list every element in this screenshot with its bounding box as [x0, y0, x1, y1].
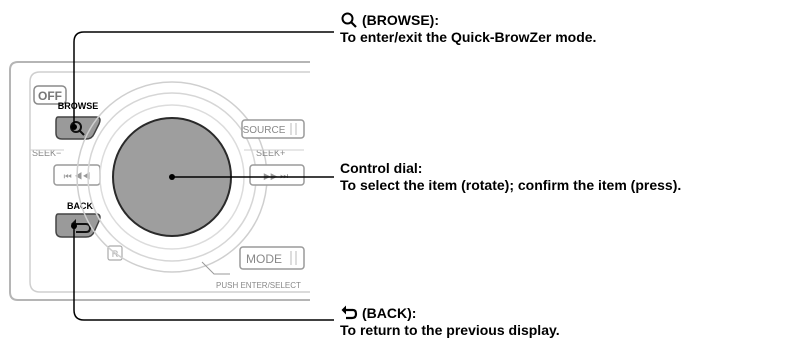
dial-callout-title: Control dial:: [340, 160, 423, 176]
magnifier-icon: [340, 11, 358, 29]
off-label: OFF: [38, 89, 62, 103]
dial-callout: Control dial: To select the item (rotate…: [340, 160, 681, 194]
browse-callout-title-row: (BROWSE):: [340, 11, 596, 29]
back-callout: (BACK): To return to the previous displa…: [340, 304, 560, 339]
back-callout-title: (BACK):: [362, 304, 417, 321]
browse-callout: (BROWSE): To enter/exit the Quick-BrowZe…: [340, 11, 596, 46]
back-callout-title-row: (BACK):: [340, 304, 560, 322]
browse-leader-dot: [71, 124, 77, 130]
mode-button[interactable]: [239, 246, 305, 270]
browse-button[interactable]: [55, 116, 101, 140]
seek-plus-button[interactable]: [249, 164, 305, 186]
panel-inner-frame: [29, 71, 310, 293]
push-enter-label: PUSH ENTER/SELECT: [216, 281, 301, 290]
back-leader-dot: [71, 223, 77, 229]
dial-callout-desc: To select the item (rotate); confirm the…: [340, 177, 682, 193]
push-enter-leader: [201, 261, 230, 275]
panel-outer-frame: [9, 61, 310, 301]
browse-callout-title: (BROWSE):: [362, 11, 439, 28]
back-button[interactable]: [55, 213, 101, 238]
mode-label: MODE: [246, 252, 282, 266]
source-label: SOURCE: [243, 125, 286, 136]
r-mark-box: [107, 245, 123, 261]
source-button[interactable]: [241, 119, 305, 139]
dial-leader-dot: [169, 174, 175, 180]
browse-leader-line: [73, 31, 334, 126]
off-button[interactable]: [33, 85, 67, 105]
seek-plus-label: SEEK+: [256, 148, 285, 158]
back-leader-line: [73, 226, 334, 321]
seek-minus-label: SEEK−: [32, 148, 61, 158]
back-label: BACK: [67, 201, 93, 211]
seek-plus-glyph: ▶▶ ⏭: [264, 171, 288, 181]
back-callout-desc: To return to the previous display.: [340, 322, 560, 338]
browse-callout-desc: To enter/exit the Quick-BrowZer mode.: [340, 29, 597, 45]
return-arrow-icon: [340, 304, 358, 322]
browse-label: BROWSE: [58, 101, 99, 111]
